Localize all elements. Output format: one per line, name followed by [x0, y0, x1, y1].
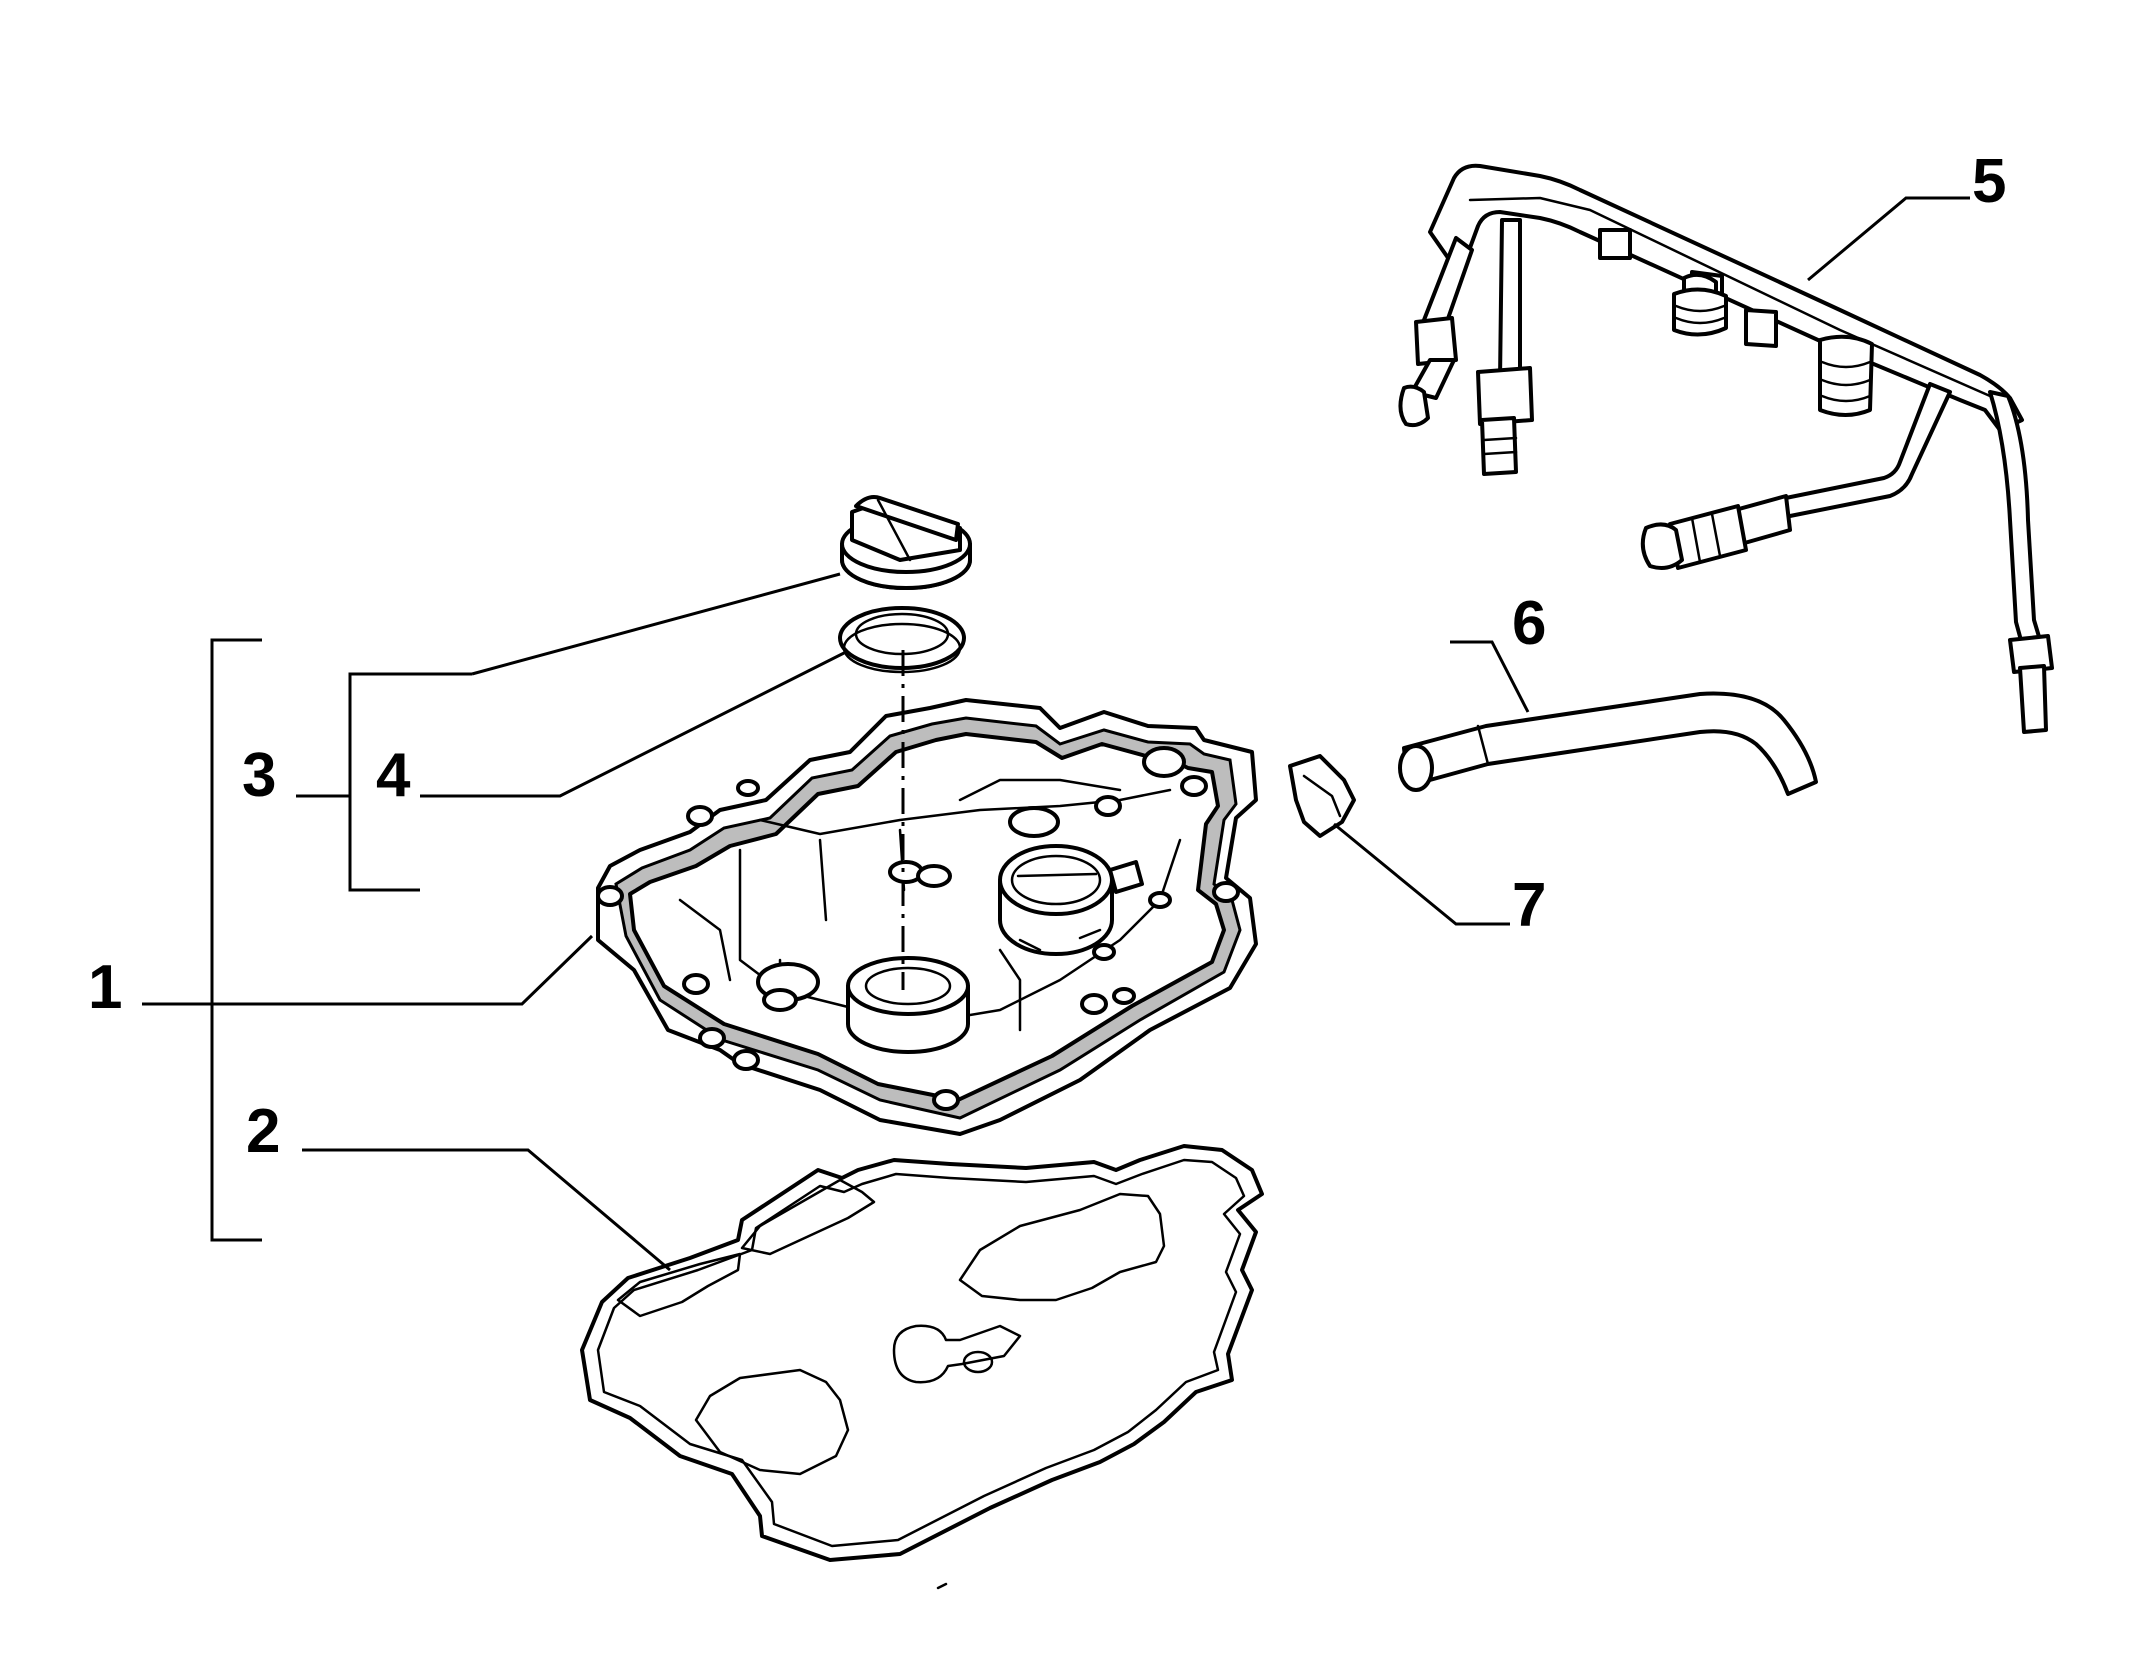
part-7-clip [1288, 754, 1356, 838]
bracket-3 [348, 672, 472, 892]
part-2-gasket [580, 1144, 1264, 1562]
callout-6: 6 [1512, 589, 1546, 658]
leader-lines [142, 196, 1970, 1272]
stray-mark [936, 1582, 948, 1590]
part-1-cover [596, 698, 1258, 1136]
part-6-curved-pipe [1398, 691, 1818, 796]
callout-4: 4 [376, 741, 411, 810]
part-3-filler-cap [840, 495, 972, 590]
callout-2: 2 [246, 1097, 280, 1166]
part-5-hose-harness [1398, 163, 2054, 734]
callout-7: 7 [1512, 871, 1546, 940]
callout-5: 5 [1972, 147, 2006, 216]
callout-1: 1 [88, 953, 122, 1022]
callout-3: 3 [242, 741, 276, 810]
bracket-1 [210, 638, 262, 1242]
